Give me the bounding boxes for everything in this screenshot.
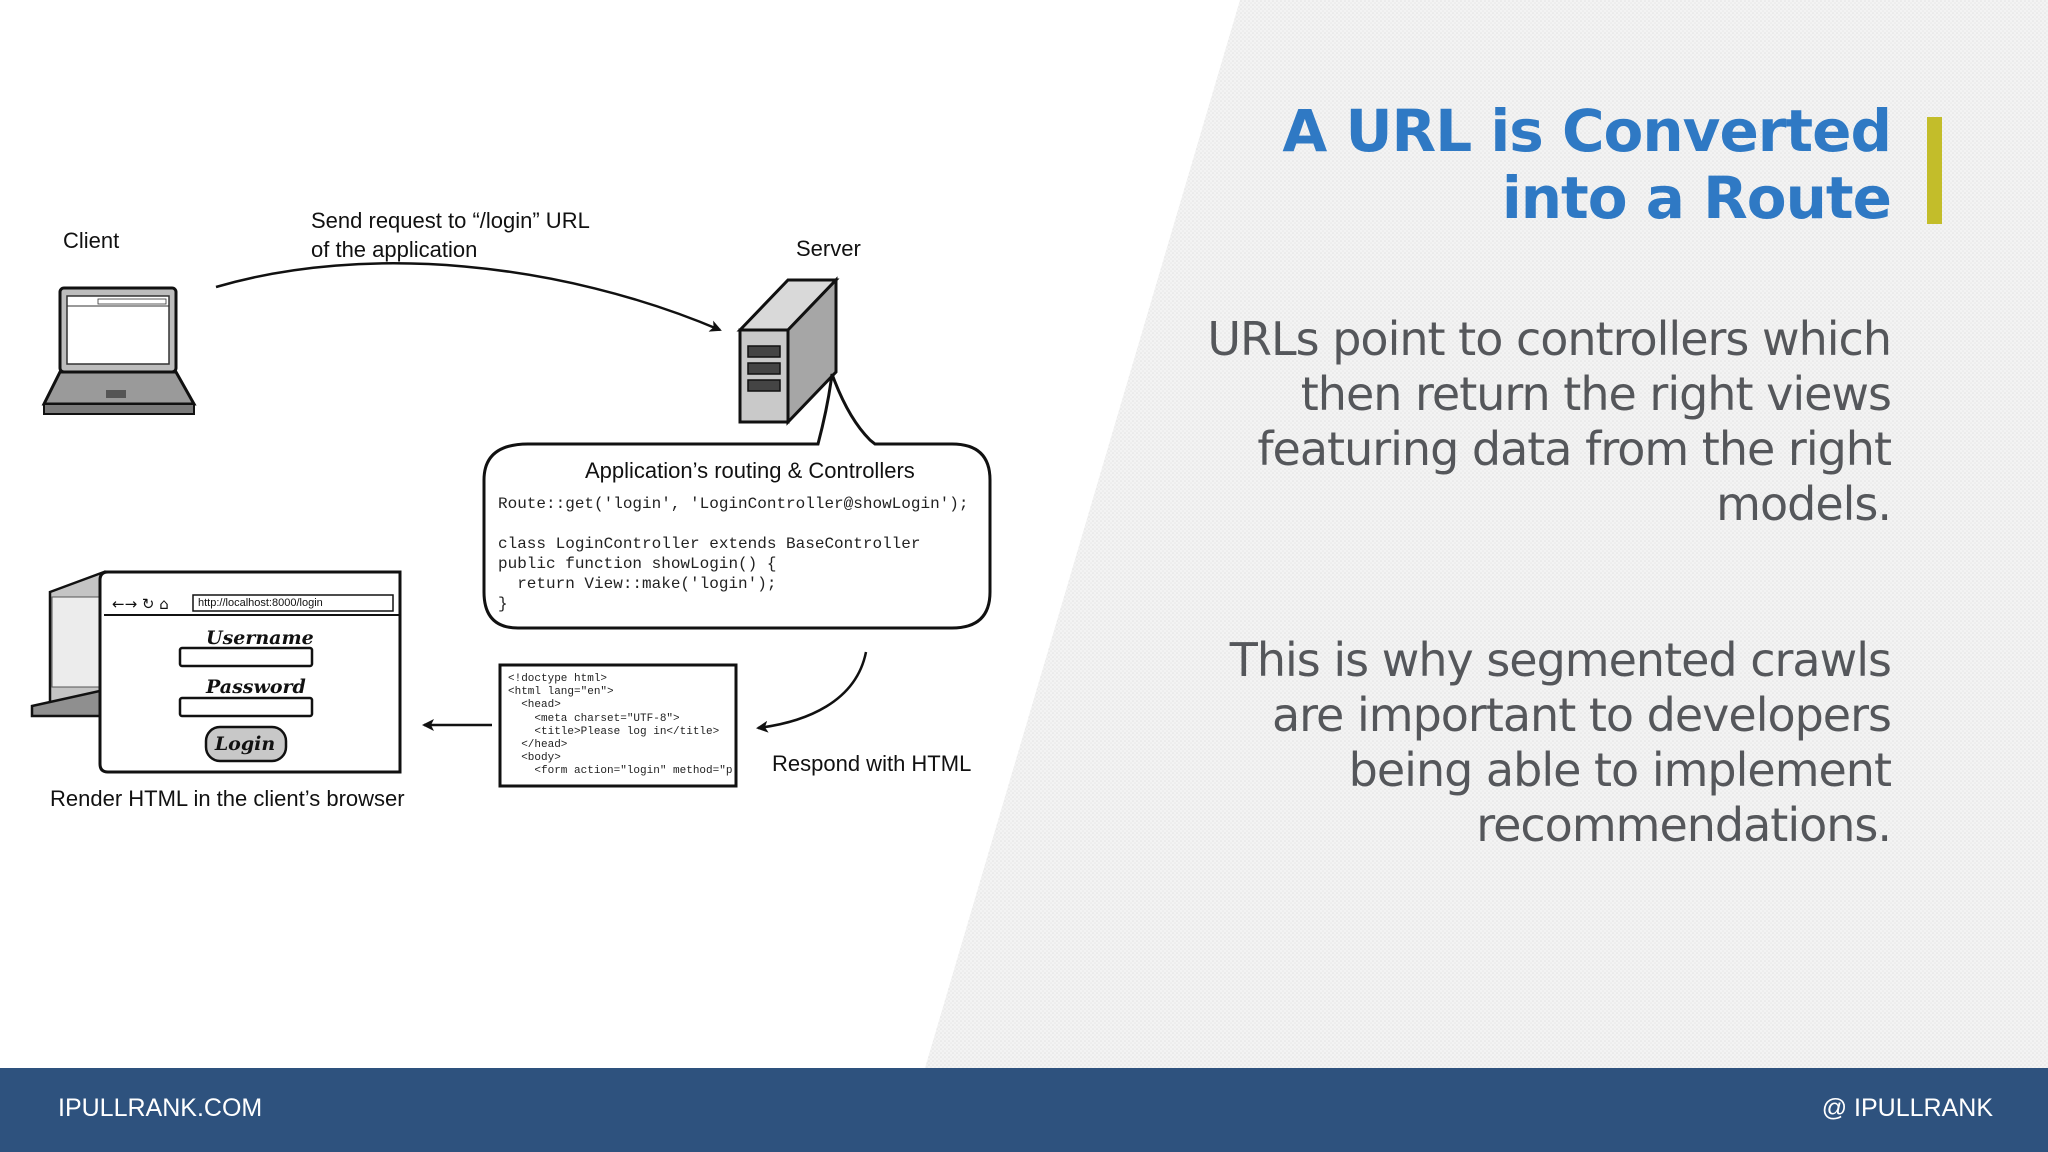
respond-arrow	[756, 651, 868, 733]
routing-bubble	[482, 373, 992, 630]
diagram-graphics: ←→ ↻ ⌂	[30, 0, 2048, 1068]
request-label-line-1: Send request to “/login” URL	[311, 208, 590, 233]
render-label: Render HTML in the client’s browser	[50, 786, 405, 811]
request-label-line-2: of the application	[311, 237, 478, 262]
server-label: Server	[796, 236, 861, 261]
back-laptop-icon	[30, 570, 106, 718]
paragraph-1: URLs point to controllers which then ret…	[1207, 312, 1892, 531]
html-box	[498, 663, 738, 788]
login-button-label: Login	[214, 733, 276, 755]
client-label: Client	[63, 228, 120, 253]
footer-bar: IPULLRANK.COM @ IPULLRANK	[0, 1068, 2048, 1152]
svg-text:←→ ↻ ⌂: ←→ ↻ ⌂	[112, 595, 169, 613]
routing-title: Application’s routing & Controllers	[585, 458, 915, 483]
slide-title: A URL is Converted into a Route	[1282, 97, 1892, 232]
client-laptop-icon	[41, 286, 197, 415]
footer-site-link[interactable]: IPULLRANK.COM	[58, 1094, 263, 1122]
password-label: Password	[206, 676, 306, 698]
title-accent-bar	[1927, 117, 1942, 224]
browser-window-icon: ←→ ↻ ⌂	[98, 570, 402, 774]
routing-code: Route::get('login', 'LoginController@sho…	[498, 495, 969, 613]
paragraph-2: This is why segmented crawls are importa…	[1229, 633, 1892, 852]
background-panel	[925, 0, 2048, 1068]
html-code: <!doctype html> <html lang="en"> <head> …	[508, 673, 733, 778]
respond-label: Respond with HTML	[772, 751, 972, 776]
username-label: Username	[206, 627, 314, 649]
request-arrow	[215, 262, 722, 332]
request-label: Send request to “/login” URL of the appl…	[311, 206, 590, 264]
footer-handle[interactable]: @ IPULLRANK	[1821, 1094, 1993, 1122]
browser-url: http://localhost:8000/login	[198, 597, 323, 609]
server-icon	[736, 276, 840, 426]
